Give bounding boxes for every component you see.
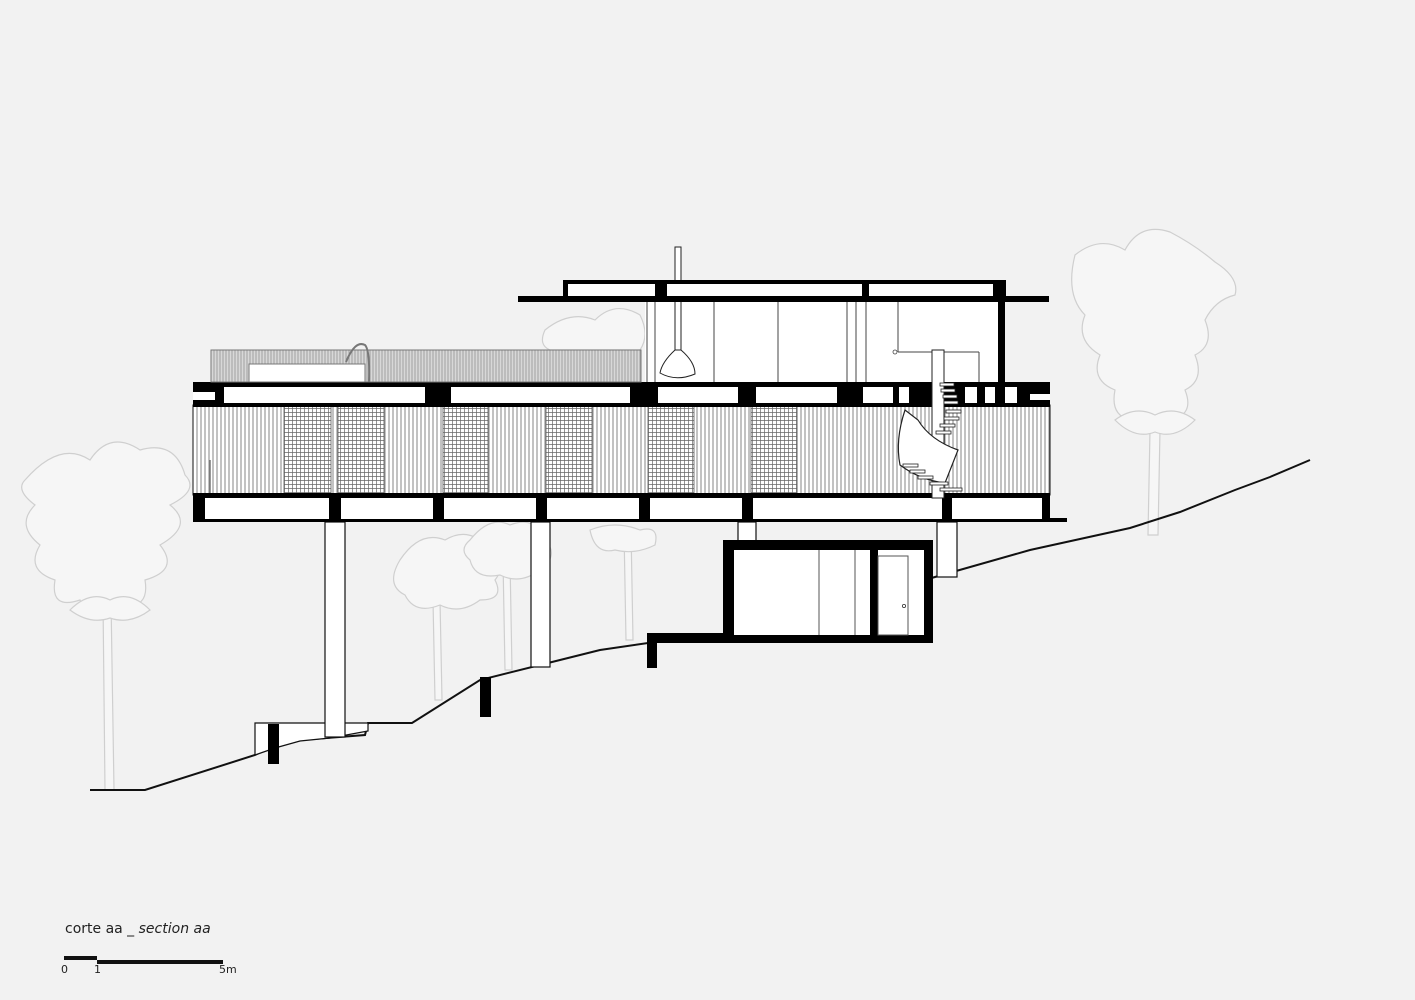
tree-icon xyxy=(541,308,646,351)
tree-icon xyxy=(589,524,657,641)
scale-label-0: 0 xyxy=(61,963,68,976)
upper-pavilion xyxy=(518,246,1049,386)
left-footing xyxy=(254,722,369,764)
pool-ladder-icon xyxy=(345,343,371,383)
spiral-stair-icon xyxy=(897,349,963,499)
caption-title-pt: corte aa xyxy=(65,921,123,937)
door-knob-icon xyxy=(902,604,907,609)
tree-icon xyxy=(21,441,191,791)
scale-label-1: 1 xyxy=(94,963,101,976)
door xyxy=(877,555,909,636)
caption-separator: _ xyxy=(122,921,139,937)
tree-icon xyxy=(1071,228,1237,536)
tree-icon-group xyxy=(21,228,1237,791)
retaining-wall-footing xyxy=(480,677,491,717)
scale-bar xyxy=(64,956,223,964)
pilotis xyxy=(324,521,958,738)
drawing-caption: corte aa _ section aa xyxy=(65,921,211,937)
scale-label-5m: 5m xyxy=(219,963,237,976)
pool xyxy=(210,343,642,383)
lower-volume xyxy=(647,540,933,668)
caption-title-en: section aa xyxy=(138,921,211,937)
